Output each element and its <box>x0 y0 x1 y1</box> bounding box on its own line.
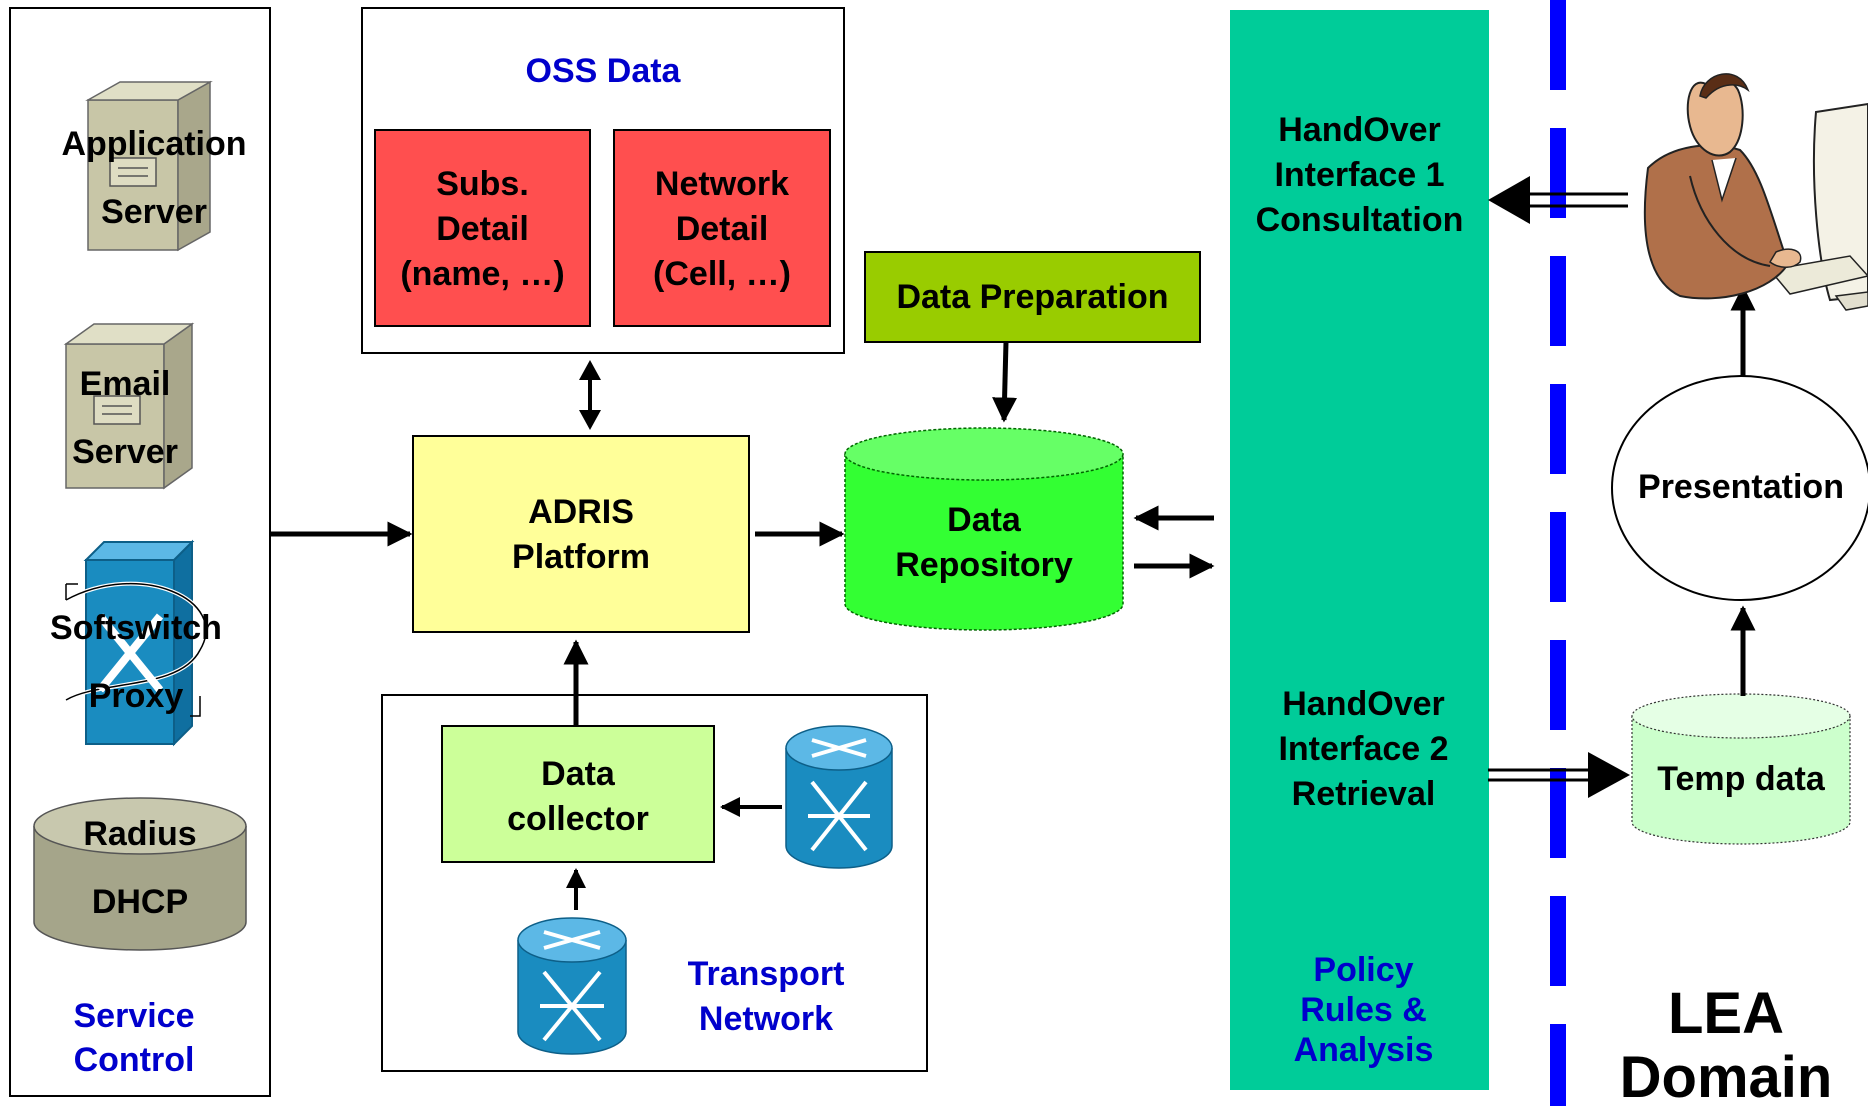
temp-data-label: Temp data <box>1657 760 1825 798</box>
transport-network-line1: Transport <box>687 955 845 993</box>
radius-dhcp-cylinder-icon <box>33 797 247 951</box>
handover-interface1-label: HandOver Interface 1 Consultation <box>1230 108 1489 243</box>
subs-detail-line3: (name, …) <box>400 255 565 293</box>
email-server-label: Email Server <box>40 350 210 486</box>
lea-domain-line2: Domain <box>1619 1045 1833 1110</box>
service-control-caption-line2: Control <box>73 1041 195 1079</box>
interface2-line1: HandOver <box>1282 685 1445 723</box>
subs-detail-box <box>374 129 591 327</box>
data-collector-line2: collector <box>507 800 649 838</box>
service-control-caption-line1: Service <box>73 997 195 1035</box>
network-detail-box <box>613 129 831 327</box>
data-repository-line1: Data <box>947 501 1021 539</box>
softswitch-icon <box>64 539 208 747</box>
subs-detail-line2: Detail <box>436 210 529 248</box>
subs-detail-line1: Subs. <box>436 165 529 203</box>
network-detail-line2: Detail <box>675 210 769 248</box>
network-detail-line1: Network <box>654 165 790 203</box>
temp-data-cylinder <box>1631 693 1851 845</box>
transport-network-caption: Transport Network <box>666 952 866 1042</box>
application-server-label-line2: Server <box>101 193 207 231</box>
data-collector-line1: Data <box>541 755 615 793</box>
arrow-lea-to-interface1 <box>1488 176 1628 224</box>
adris-platform-label: ADRIS Platform <box>413 490 749 580</box>
email-server-label-line2: Server <box>72 433 178 471</box>
data-collector-box <box>441 725 715 863</box>
arrow-preparation-to-repository <box>992 341 1018 423</box>
email-server-label-line1: Email <box>79 365 171 403</box>
proxy-label: Proxy <box>88 677 184 715</box>
data-preparation-box <box>864 251 1201 343</box>
application-server-icon <box>85 80 213 252</box>
service-control-caption: Service Control <box>34 994 234 1082</box>
data-preparation-label: Data Preparation <box>896 278 1169 316</box>
policy-rules-label: Policy Rules & Analysis <box>1236 950 1491 1070</box>
adris-label-line1: ADRIS <box>528 493 634 531</box>
handover-band <box>1230 10 1489 1090</box>
application-server-label: Application Server <box>54 110 254 246</box>
presentation-label: Presentation <box>1638 468 1844 506</box>
interface1-line3: Consultation <box>1255 201 1464 239</box>
policy-line3: Analysis <box>1293 1031 1434 1069</box>
lea-operator-icon <box>1643 73 1868 311</box>
adris-label-line2: Platform <box>512 538 650 576</box>
network-detail-label: Network Detail (Cell, …) <box>614 162 830 297</box>
policy-line1: Policy <box>1313 951 1414 989</box>
policy-line2: Rules & <box>1300 991 1427 1029</box>
router-icon <box>517 917 627 1055</box>
transport-network-line2: Network <box>698 1000 834 1038</box>
lea-domain-title: LEA Domain <box>1586 982 1866 1110</box>
dhcp-label: DHCP <box>91 883 189 921</box>
adris-platform-box <box>412 435 750 633</box>
router-icon <box>785 725 893 869</box>
data-repository-cylinder <box>844 427 1124 631</box>
radius-dhcp-label: Radius DHCP <box>40 800 240 936</box>
subs-detail-label: Subs. Detail (name, …) <box>375 162 590 297</box>
email-server-icon <box>63 322 195 490</box>
interface1-line2: Interface 1 <box>1274 156 1445 194</box>
network-detail-line3: (Cell, …) <box>653 255 791 293</box>
interface1-line1: HandOver <box>1278 111 1441 149</box>
lea-domain-line1: LEA <box>1668 981 1784 1046</box>
radius-label: Radius <box>83 815 197 853</box>
data-repository-label: Data Repository <box>845 498 1123 588</box>
data-collector-label: Data collector <box>442 752 714 842</box>
interface2-line3: Retrieval <box>1291 775 1436 813</box>
handover-interface2-label: HandOver Interface 2 Retrieval <box>1236 682 1491 817</box>
arrow-interface2-to-tempdata <box>1488 752 1630 798</box>
application-server-label-line1: Application <box>61 125 247 163</box>
oss-data-title: OSS Data <box>525 52 681 90</box>
softswitch-label: Softswitch <box>50 609 222 647</box>
data-repository-line2: Repository <box>895 546 1073 584</box>
interface2-line2: Interface 2 <box>1278 730 1449 768</box>
softswitch-proxy-label: Softswitch Proxy <box>38 594 234 730</box>
